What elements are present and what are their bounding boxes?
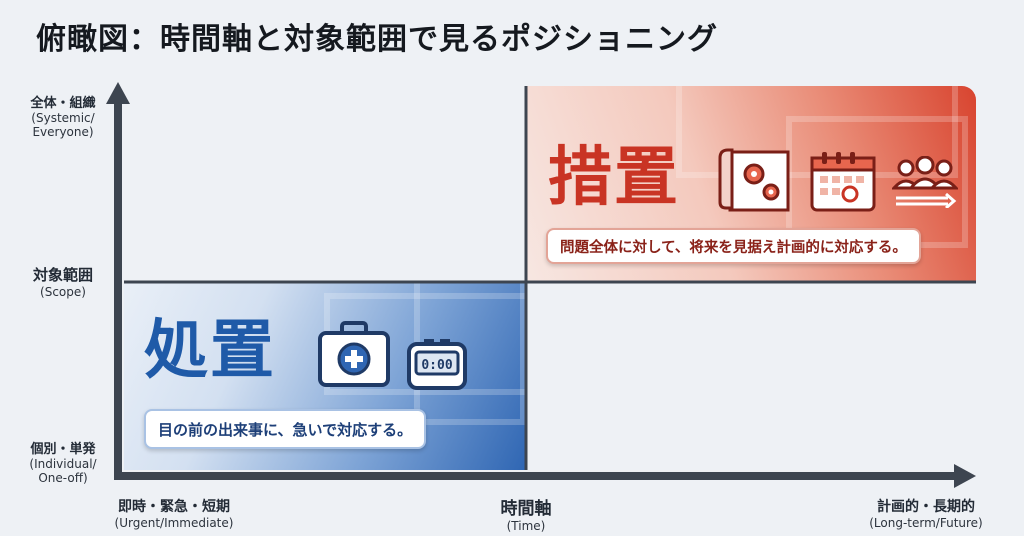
y-axis-middle-sub: (Scope) xyxy=(40,285,86,299)
x-axis-middle-sub: (Time) xyxy=(506,519,546,533)
y-axis-middle-label: 対象範囲 xyxy=(32,266,93,284)
y-axis-bottom-sub-line1: (Individual/ xyxy=(29,457,97,471)
x-axis-middle-label: 時間軸 xyxy=(500,499,552,519)
x-axis-arrow xyxy=(954,464,976,488)
quadrant-short-term-individual: 処置 0:00 目の前の出来事に、急いで対応する。 xyxy=(124,283,526,470)
x-axis-label-left: 即時・緊急・短期 (Urgent/Immediate) xyxy=(104,496,244,530)
blueprint-gears-icon xyxy=(716,148,792,218)
timer-icon: 0:00 xyxy=(406,339,468,395)
y-axis-label-top: 全体・組織 (Systemic/ Everyone) xyxy=(8,92,118,139)
x-axis-right-label: 計画的・長期的 xyxy=(877,499,975,515)
first-aid-kit-icon xyxy=(316,321,392,393)
quadrant-long-term-systemic: 措置 xyxy=(526,86,976,281)
y-axis-label-middle: 対象範囲 (Scope) xyxy=(8,264,118,299)
quadrant-description: 問題全体に対して、将来を見据え計画的に対応する。 xyxy=(546,228,921,264)
quadrant-description: 目の前の出来事に、急いで対応する。 xyxy=(144,409,427,449)
page-title: 俯瞰図：時間軸と対象範囲で見るポジショニング xyxy=(36,22,718,57)
timer-display: 0:00 xyxy=(421,358,452,373)
x-axis-left-label: 即時・緊急・短期 xyxy=(118,499,230,515)
y-axis-bottom-label: 個別・単発 xyxy=(30,442,96,457)
x-axis-label-right: 計画的・長期的 (Long-term/Future) xyxy=(856,496,996,530)
quadrant-heading: 処置 xyxy=(144,314,276,388)
y-axis-top-sub-line1: (Systemic/ xyxy=(31,111,95,125)
y-axis-label-bottom: 個別・単発 (Individual/ One-off) xyxy=(8,438,118,485)
x-axis-left-sub: (Urgent/Immediate) xyxy=(114,516,234,530)
y-axis-top-label: 全体・組織 xyxy=(30,96,96,111)
y-axis-top-sub-line2: Everyone) xyxy=(32,125,94,139)
x-axis-label-middle: 時間軸 (Time) xyxy=(476,494,576,533)
x-axis-right-sub: (Long-term/Future) xyxy=(869,516,983,530)
calendar-icon xyxy=(808,150,878,218)
y-axis-bottom-sub-line2: One-off) xyxy=(38,471,88,485)
team-icon xyxy=(890,155,960,212)
y-axis-arrow xyxy=(106,82,130,104)
quadrant-heading: 措置 xyxy=(548,141,680,215)
